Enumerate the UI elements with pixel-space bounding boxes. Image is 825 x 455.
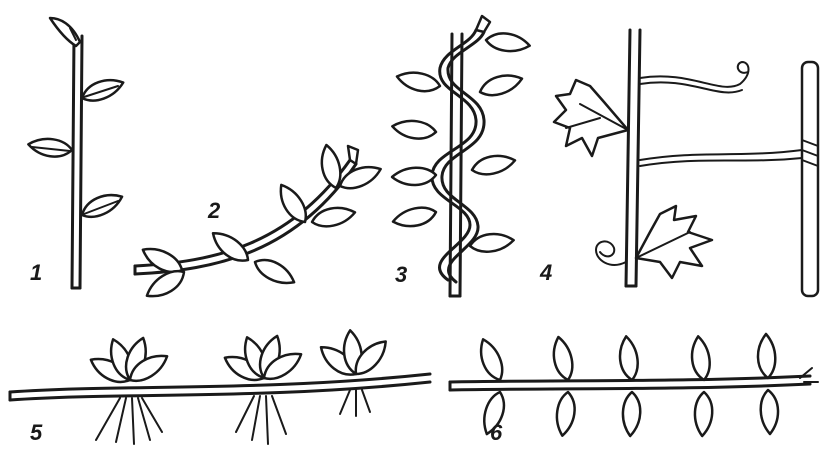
- label-1: 1: [30, 260, 42, 285]
- ascending-stem-illustration: 2: [135, 143, 384, 302]
- creeping-stem-illustration: 5: [10, 330, 430, 445]
- erect-stem-illustration: 1: [27, 18, 126, 288]
- label-3: 3: [395, 262, 407, 287]
- label-6: 6: [490, 420, 503, 445]
- label-4: 4: [539, 260, 552, 285]
- prostrate-stem-illustration: 6: [450, 334, 818, 445]
- label-2: 2: [207, 198, 221, 223]
- climbing-stem-illustration: 4: [539, 30, 818, 296]
- twining-stem-illustration: 3: [391, 16, 531, 296]
- label-5: 5: [30, 420, 43, 445]
